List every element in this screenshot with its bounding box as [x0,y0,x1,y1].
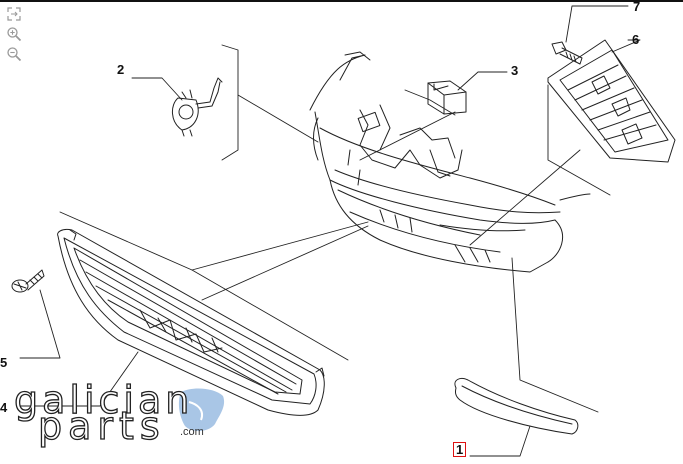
callout-2: 2 [117,62,125,77]
leader-lines [59,44,611,413]
callout-7: 7 [633,0,641,14]
part-1-trim-drawing [454,377,579,435]
galicianparts-logo: galician parts .com [10,377,225,450]
callout-4: 4 [0,400,8,415]
zoom-in-icon[interactable] [6,26,24,42]
part-2-sensor-drawing [172,77,223,137]
logo-text-line1: galician [13,377,194,422]
logo-map-graphic [178,388,225,432]
fit-to-screen-icon[interactable] [6,6,24,22]
logo-text-line2: parts [37,403,166,448]
callout-5: 5 [0,355,8,370]
top-border [0,0,683,2]
logo-domain-suffix: .com [180,426,204,438]
callout-6: 6 [632,32,640,47]
part-7-bolt-drawing [551,41,583,65]
zoom-toolbar [6,6,26,66]
part-3-clip-drawing [427,80,467,115]
callout-1-highlighted[interactable]: 1 [453,442,467,457]
zoom-out-icon[interactable] [6,46,24,62]
callout-leaders [19,5,641,457]
part-5-screw-drawing [11,269,45,293]
callout-3: 3 [511,63,519,78]
part-4-grille-drawing [57,229,325,416]
front-bumper-drawing [309,51,591,273]
part-6-bracket-drawing [547,39,676,163]
